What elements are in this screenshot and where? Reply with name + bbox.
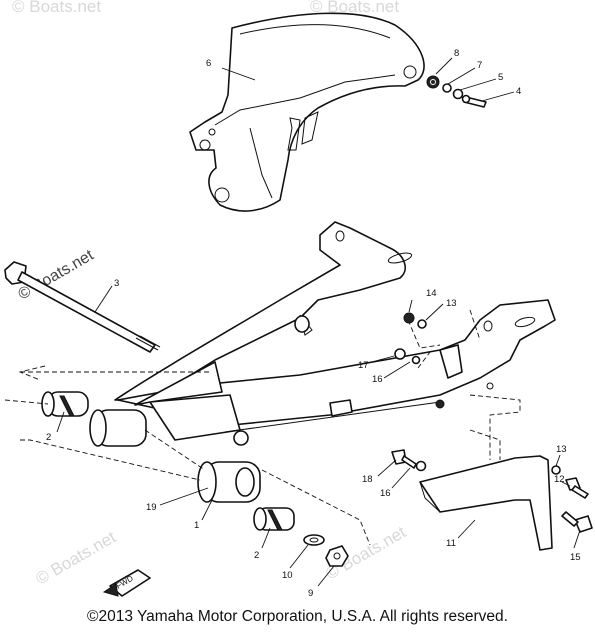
callout-14: 14: [426, 288, 437, 299]
leader-lines: [56, 57, 581, 587]
front-arrow: FWD: [102, 569, 151, 597]
callout-13-lower: 13: [556, 444, 567, 455]
watermark-text: © Boats.net: [12, 0, 101, 16]
callout-9: 7: [477, 60, 482, 71]
fastener-stack-top: [426, 75, 487, 108]
callout-1: 1: [194, 520, 199, 531]
callout-18: 18: [362, 474, 373, 485]
fasteners-right: [391, 312, 593, 533]
assembly-lines: [4, 309, 521, 546]
part-6-chain-guard: [189, 12, 425, 212]
swing-arm: [114, 221, 556, 446]
callout-5: 10: [282, 570, 293, 581]
callout-11: 11: [446, 538, 456, 549]
callout-10: 8: [454, 48, 459, 59]
callout-7: 4: [516, 86, 521, 97]
callout-13-upper: 13: [446, 298, 457, 309]
callout-6: 6: [206, 58, 211, 69]
callout-2-right: 2: [254, 550, 259, 561]
callout-16-lower: 16: [380, 488, 391, 499]
callout-4: 9: [308, 588, 313, 599]
part-3-pivot-shaft: [4, 261, 161, 353]
callout-16-upper: 16: [372, 374, 383, 385]
part-11-bracket: [419, 455, 553, 551]
copyright-notice: ©2013 Yamaha Motor Corporation, U.S.A. A…: [87, 608, 508, 625]
callout-19: 19: [146, 502, 157, 513]
callout-15: 15: [570, 552, 581, 563]
watermark-text: © Boats.net: [310, 0, 399, 16]
callout-labels: 6 8 7 5 4 3 14 13 17 16 2 19 1 18 16 13 …: [46, 48, 581, 599]
callout-12: 12: [554, 474, 565, 485]
callout-2-left: 2: [46, 432, 51, 443]
callout-8: 5: [498, 72, 503, 83]
watermark-text: © Boats.net: [33, 527, 120, 588]
callout-17: 17: [358, 360, 369, 371]
callout-3: 3: [114, 278, 119, 289]
